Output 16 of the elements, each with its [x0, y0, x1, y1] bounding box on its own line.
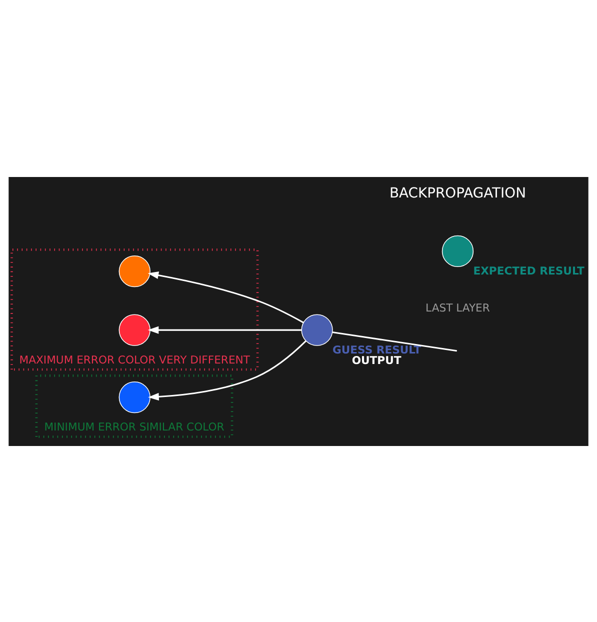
node-circle	[118, 314, 150, 346]
cluster: MINIMUM ERROR SIMILAR COLOR	[35, 374, 234, 438]
arrow	[148, 326, 302, 334]
node-circle	[118, 254, 150, 287]
node-label: OUTPUT	[352, 354, 402, 367]
node-circle	[442, 234, 474, 267]
label: BACKPROPAGATION	[389, 184, 526, 201]
label: LAST LAYER	[426, 300, 490, 314]
cluster: MAXIMUM ERROR COLOR VERY DIFFERENT	[10, 248, 259, 370]
arrow	[148, 270, 304, 323]
connector	[332, 331, 457, 352]
node-circle	[301, 314, 333, 346]
node-label: GUESS RESULT	[332, 342, 422, 356]
node-label: EXPECTED RESULT	[473, 264, 584, 278]
arrow	[148, 340, 306, 400]
node-circle	[118, 380, 150, 413]
